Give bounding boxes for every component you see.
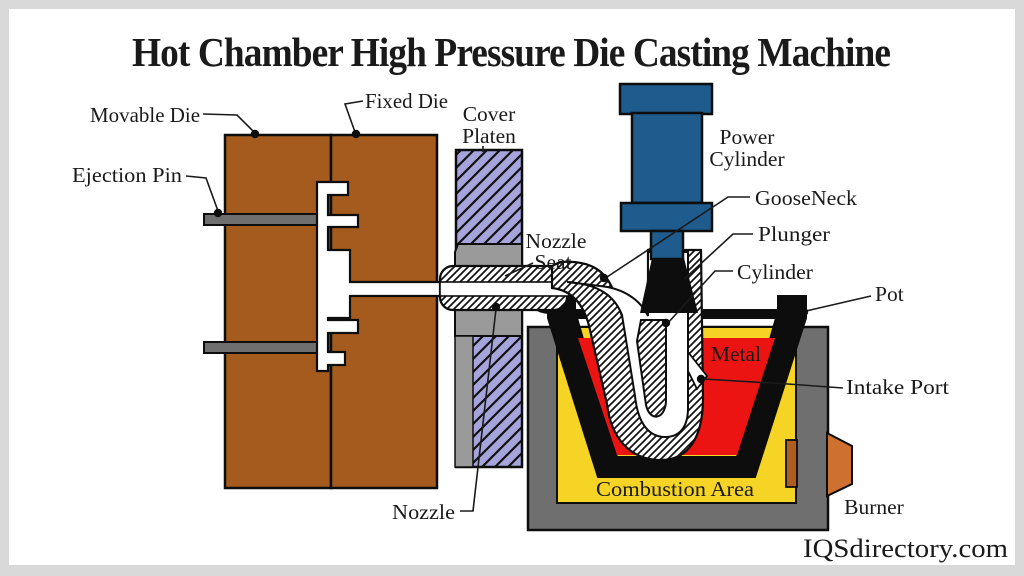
cylinder-inner-wall <box>635 319 667 418</box>
die-cavity <box>315 180 447 373</box>
cover-platen-label-line2: Platen <box>462 124 516 148</box>
intake-port-leader <box>702 378 844 389</box>
watermark-text: IQSdirectory.com <box>803 534 1008 563</box>
fixed-die-leader <box>343 100 364 133</box>
cover-platen-label-line1: Cover <box>463 102 516 126</box>
power-cylinder-body <box>630 111 704 205</box>
diagram-title: Hot Chamber High Pressure Die Casting Ma… <box>132 29 891 75</box>
nozzle-leader <box>460 308 497 512</box>
nozzle-seat-leader <box>504 262 534 277</box>
movable-die-block <box>223 133 333 490</box>
movable-die-dot <box>250 129 260 139</box>
pot-leader <box>805 295 872 312</box>
gooseneck-dot <box>599 273 609 283</box>
plunger-rod <box>640 258 698 313</box>
power-cylinder-label-line1: Power <box>720 125 775 149</box>
cylinder-dot <box>661 318 671 328</box>
platen-frame-column <box>454 335 474 468</box>
cylinder-label: Cylinder <box>737 260 813 284</box>
combustion-area-label: Combustion Area <box>596 477 754 501</box>
power-cylinder-cap <box>618 82 714 116</box>
gooseneck-label: GooseNeck <box>755 186 857 210</box>
movable-die-leader <box>202 113 256 134</box>
burner-body <box>826 431 853 498</box>
cylinder-leader <box>666 270 733 325</box>
intake-port-dot <box>696 374 706 384</box>
pot-label: Pot <box>875 282 904 306</box>
burner-label: Burner <box>844 495 904 519</box>
fixed-die-dot <box>351 129 361 139</box>
ejection-pin-leader <box>185 175 219 212</box>
ejection-pin-label: Ejection Pin <box>72 163 182 187</box>
ejection-pin-bottom <box>203 341 319 354</box>
metal-label: Metal <box>711 342 761 366</box>
movable-die-label: Movable Die <box>90 103 200 127</box>
burner-inlet <box>785 439 798 488</box>
nozzle-channel <box>439 281 570 297</box>
intake-port-label: Intake Port <box>846 375 949 399</box>
nozzle-dot <box>491 302 501 312</box>
pot-dot <box>799 307 809 317</box>
nozzle-seat-label-line1: Nozzle <box>526 229 587 253</box>
fixed-die-label: Fixed Die <box>365 89 448 113</box>
gooseneck-leader <box>603 196 750 280</box>
ejection-pin-dot <box>213 208 223 218</box>
nozzle-seat-label-line2: Seat <box>534 250 571 274</box>
nozzle-label: Nozzle <box>392 500 455 524</box>
plunger-leader <box>680 233 753 283</box>
plunger-label: Plunger <box>758 222 830 246</box>
power-cylinder-label-line2: Cylinder <box>709 147 784 171</box>
plunger-dot <box>676 276 686 286</box>
